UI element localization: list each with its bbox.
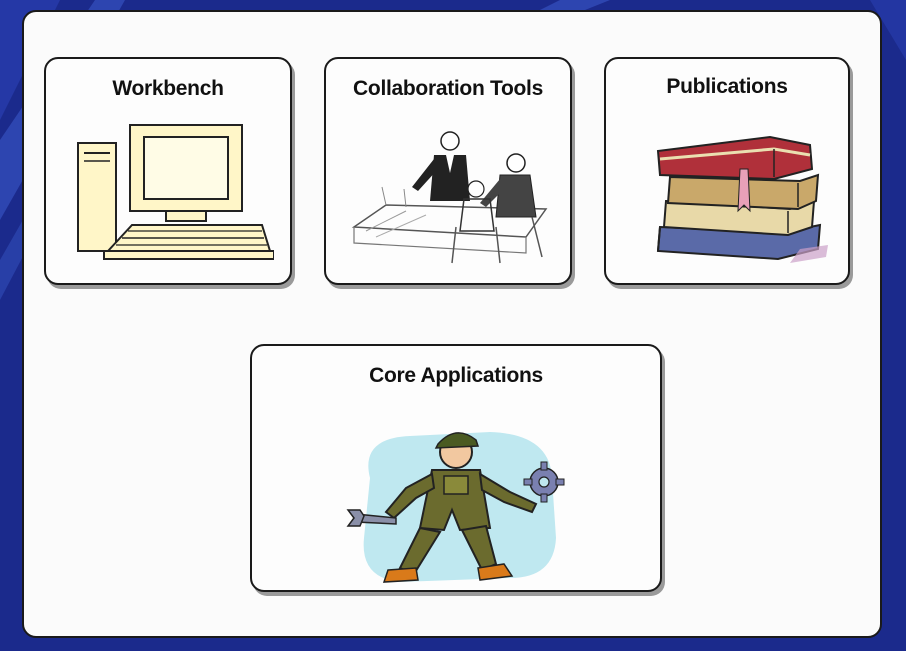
computer-icon [77, 124, 274, 260]
core-applications-title: Core Applications [369, 364, 543, 387]
core-applications-card[interactable]: Core Applications [250, 344, 662, 592]
business-meeting-icon [351, 131, 548, 264]
workbench-card[interactable]: Workbench [44, 57, 292, 285]
collaboration-tools-card[interactable]: Collaboration Tools [324, 57, 572, 285]
collaboration-tools-title: Collaboration Tools [353, 77, 543, 100]
workbench-title: Workbench [112, 77, 224, 100]
publications-card[interactable]: Publications [604, 57, 850, 285]
book-stack-icon [656, 135, 828, 263]
publications-title: Publications [666, 75, 788, 98]
mechanic-with-wrench-and-gear-icon [346, 432, 565, 583]
